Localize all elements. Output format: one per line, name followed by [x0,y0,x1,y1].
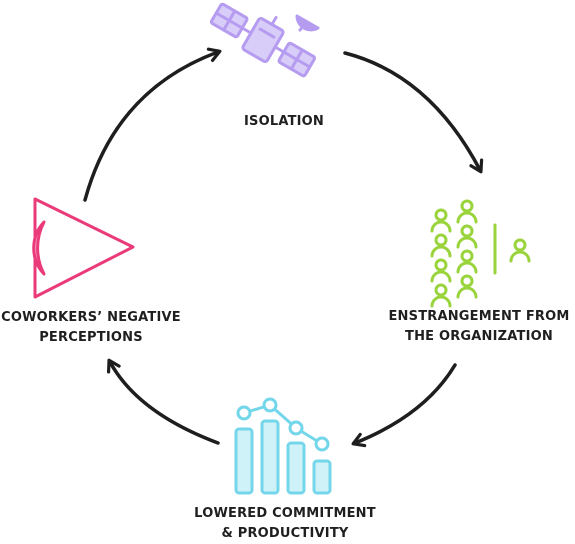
person-icon [430,233,452,258]
person-icon [456,249,478,274]
person-icon [430,258,452,283]
stage-label-lowered: LOWERED COMMITMENT & PRODUCTIVITY [185,504,385,544]
people-group-icon [430,199,531,308]
person-icon [430,208,452,233]
arrow-lowered-to-perceptions [106,358,220,445]
arrow-enstrangement-to-lowered [351,363,457,448]
lone-person-icon [509,238,531,263]
stage-label-isolation: ISOLATION [204,112,364,132]
person-icon [456,274,478,299]
person-icon [430,283,452,308]
stage-label-line: ISOLATION [243,114,325,129]
stage-label-line: LOWERED COMMITMENT [194,506,376,521]
stage-label-line: PERCEPTIONS [39,330,143,345]
stage-label-line: COWORKERS’ NEGATIVE [1,310,181,325]
satellite-icon [209,2,320,78]
bar-chart-icon [234,397,332,495]
stage-label-line: & PRODUCTIVITY [221,526,349,541]
stage-label-enstrangement: ENSTRANGEMENT FROM THE ORGANIZATION [382,307,575,347]
person-icon [456,224,478,249]
arrow-isolation-to-enstrangement [343,51,484,174]
person-icon [456,199,478,224]
arrow-perceptions-to-isolation [83,47,222,202]
stage-label-line: THE ORGANIZATION [405,329,553,344]
stage-label-perceptions: COWORKERS’ NEGATIVE PERCEPTIONS [0,308,185,348]
eye-icon [32,197,135,299]
stage-label-line: ENSTRANGEMENT FROM [388,309,570,324]
